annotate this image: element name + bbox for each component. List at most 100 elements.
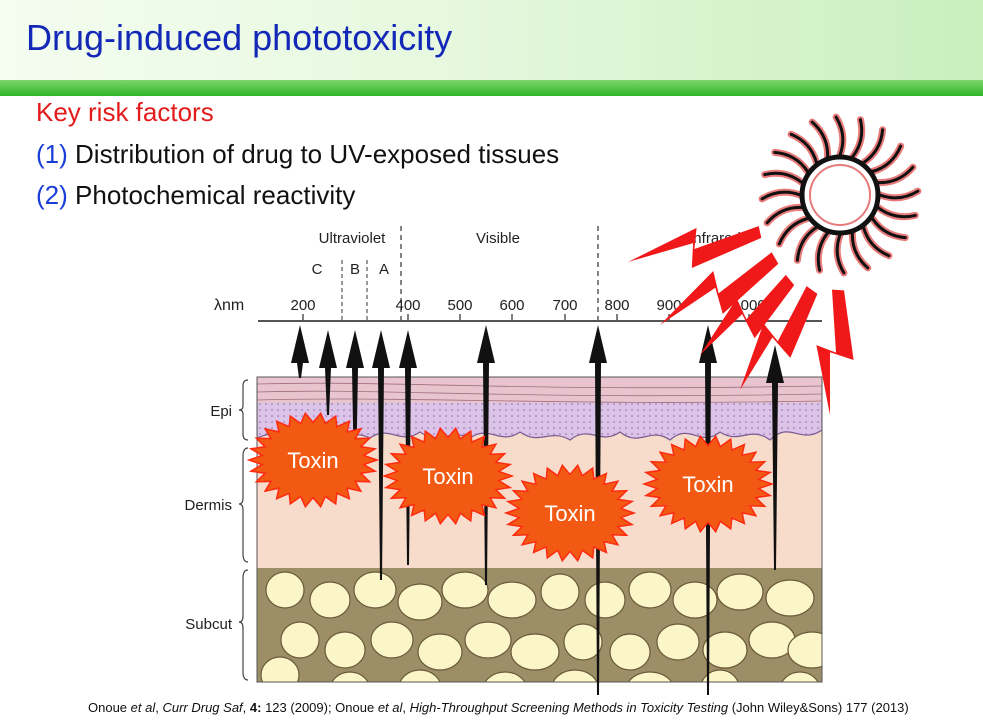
citation-part: Onoue	[88, 700, 131, 715]
penetration-arrow	[291, 325, 309, 378]
sun-ray-core	[850, 118, 864, 159]
fat-cell	[484, 671, 526, 682]
sun-ray-core	[870, 217, 907, 240]
fat-cell	[399, 669, 441, 682]
penetration-arrow	[346, 330, 364, 480]
fat-cell	[627, 671, 673, 682]
key-risk-heading: Key risk factors	[36, 97, 214, 127]
axis-unit-label: λnm	[214, 297, 244, 314]
fat-cell	[280, 621, 320, 659]
risk-factor-2-text: Photochemical reactivity	[75, 180, 356, 210]
citation-book: High-Throughput Screening Methods in Tox…	[409, 700, 729, 715]
penetration-arrow	[766, 345, 784, 570]
fat-cell	[397, 583, 443, 621]
sun-ray-core	[876, 165, 915, 185]
fat-cell	[672, 581, 718, 619]
fat-cell	[716, 573, 764, 611]
sun-ray-core	[789, 132, 818, 165]
toxin-label: Toxin	[544, 501, 595, 526]
risk-factor-1-number: (1)	[36, 139, 68, 169]
epi-brace	[238, 379, 249, 441]
fat-cell	[765, 579, 815, 617]
sun-ray-core	[810, 120, 830, 159]
citation-part: ,	[242, 700, 250, 715]
fat-cell	[563, 623, 603, 661]
fat-cell	[702, 631, 748, 669]
sun-ray-core	[760, 190, 802, 201]
tick-label: 500	[447, 297, 472, 314]
risk-factor-1: (1) Distribution of drug to UV-exposed t…	[36, 139, 559, 170]
fat-cell	[701, 669, 739, 682]
layer-label-dermis: Dermis	[185, 497, 233, 514]
citation-part: ,	[155, 700, 163, 715]
fat-cells	[260, 571, 822, 682]
sun-ray-core	[878, 189, 920, 200]
title-underline-stripe	[0, 80, 983, 96]
toxin-label: Toxin	[287, 448, 338, 473]
page-title: Drug-induced phototoxicity	[26, 17, 453, 58]
stratum-corneum	[257, 377, 822, 403]
sun-ray-core	[773, 150, 810, 173]
layer-label-subcut: Subcut	[185, 616, 233, 633]
citation-part: (John Wiley&Sons) 177 (2013)	[728, 700, 909, 715]
light-ray	[700, 274, 795, 355]
fat-cell	[331, 671, 369, 682]
fat-cell	[609, 633, 651, 671]
light-ray	[816, 289, 854, 415]
sun-ray-core	[835, 233, 846, 275]
tick-label: 700	[552, 297, 577, 314]
uv-band-c: C	[312, 261, 323, 278]
sun-ray-core	[862, 128, 885, 165]
citation-volume: 4:	[249, 700, 262, 715]
citation-et-al-2: et al	[377, 700, 403, 715]
citation: Onoue et al, Curr Drug Saf, 4: 123 (2009…	[88, 700, 909, 715]
fat-cell	[628, 571, 672, 609]
fat-cell	[781, 671, 819, 682]
sun-icon	[628, 113, 922, 415]
toxin-burst	[641, 434, 775, 534]
light-ray	[660, 252, 779, 325]
subcut-brace	[238, 569, 249, 681]
region-label-uv: Ultraviolet	[319, 230, 387, 247]
fat-cell	[417, 633, 463, 671]
fat-cell	[487, 581, 537, 619]
fat-cell	[510, 633, 560, 671]
fat-cell	[552, 669, 598, 682]
region-label-visible: Visible	[476, 230, 520, 247]
light-ray	[628, 226, 762, 268]
layer-label-epi: Epi	[210, 403, 232, 420]
light-ray	[740, 286, 818, 390]
fat-cell	[353, 571, 397, 609]
skin-outline	[256, 376, 823, 683]
sun-inner	[809, 164, 871, 226]
sun-ray-core	[763, 171, 804, 185]
sun-ray-core	[834, 115, 845, 157]
fat-cell	[787, 631, 822, 669]
sun-ray-core	[816, 231, 830, 272]
sun-ray-core	[850, 231, 870, 270]
sun-ray-core	[870, 144, 903, 173]
title-bar	[0, 0, 983, 96]
toxin-burst	[246, 411, 380, 509]
fat-cell	[441, 571, 489, 609]
risk-factor-2: (2) Photochemical reactivity	[36, 180, 355, 211]
toxin-label: Toxin	[422, 464, 473, 489]
tick-label: 800	[604, 297, 629, 314]
tick-label: 200	[290, 297, 315, 314]
sun-ray-core	[777, 217, 810, 246]
risk-factor-1-text: Distribution of drug to UV-exposed tissu…	[75, 139, 560, 169]
sun-ray-core	[876, 205, 917, 219]
tick-label: 400	[395, 297, 420, 314]
dermis-brace	[238, 447, 249, 563]
uv-band-b: B	[350, 261, 360, 278]
toxin-burst	[381, 426, 515, 526]
citation-part: ,	[402, 700, 410, 715]
fat-cell	[540, 573, 580, 611]
citation-et-al-1: et al	[130, 700, 156, 715]
fat-cell	[584, 581, 626, 619]
penetration-arrow	[372, 330, 390, 580]
citation-part: 123 (2009); Onoue	[261, 700, 378, 715]
fat-cell	[324, 631, 366, 669]
